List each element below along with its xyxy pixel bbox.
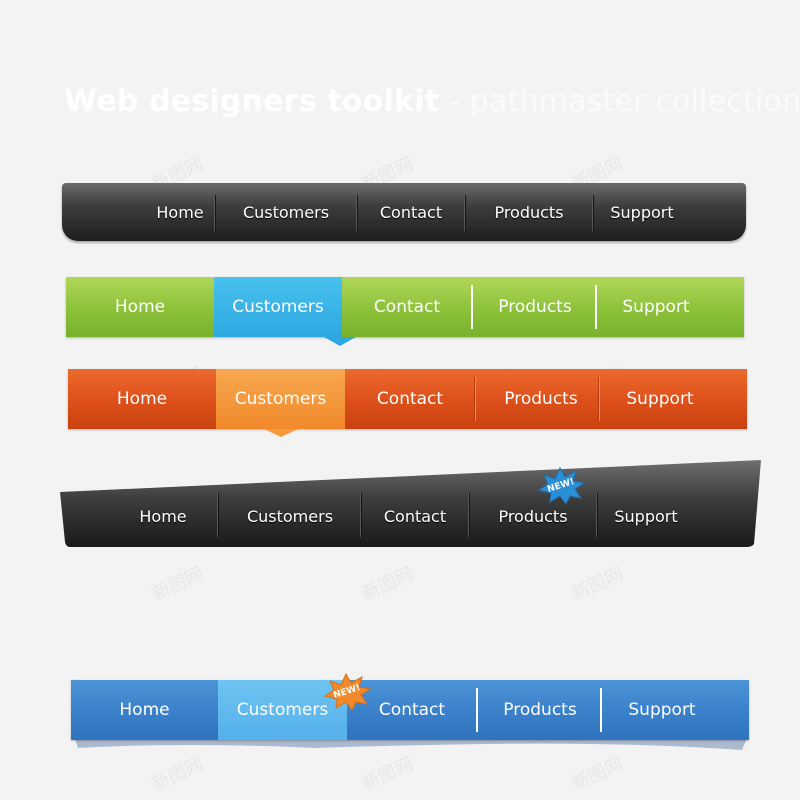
nav-item-support[interactable]: Support — [614, 506, 678, 526]
nav-item-support[interactable]: Support — [610, 202, 674, 222]
nav-divider — [600, 688, 602, 732]
nav-divider — [356, 195, 358, 231]
nav-item-contact[interactable]: Contact — [383, 506, 447, 526]
starburst-icon — [537, 466, 586, 505]
nav-divider — [217, 493, 219, 537]
nav-divider — [596, 493, 598, 537]
nav-item-home[interactable]: Home — [116, 389, 168, 409]
navbar-slanted-background — [60, 460, 761, 547]
nav-divider — [471, 285, 473, 329]
new-badge: NEW! — [322, 672, 372, 712]
active-pointer — [264, 429, 298, 437]
nav-item-contact[interactable]: Contact — [376, 389, 444, 409]
nav-item-contact[interactable]: Contact — [378, 700, 446, 720]
navbar-dark-slanted: Home Customers Contact Products Support — [60, 485, 760, 547]
nav-divider — [360, 493, 362, 537]
watermark: 新图网 — [568, 563, 627, 606]
nav-item-support[interactable]: Support — [628, 700, 696, 720]
watermark: 新图网 — [358, 753, 417, 796]
active-pointer — [324, 337, 356, 346]
nav-item-home[interactable]: Home — [139, 506, 187, 526]
watermark: 新图网 — [148, 563, 207, 606]
page-title: Web designers toolkit - pathmaster colle… — [64, 84, 800, 119]
nav-item-customers-active[interactable]: Customers — [214, 277, 342, 337]
title-bold: Web designers toolkit — [64, 84, 440, 119]
navbar-orange: Home Customers Contact Products Support — [68, 369, 747, 437]
nav-item-home[interactable]: Home — [156, 202, 204, 222]
title-light: - pathmaster collection — [448, 84, 800, 119]
nav-item-support[interactable]: Support — [626, 389, 694, 409]
starburst-icon — [323, 672, 372, 711]
watermark: 新图网 — [358, 563, 417, 606]
nav-item-contact[interactable]: Contact — [373, 297, 441, 317]
navbar-blue: Home Customers Contact Products Support — [71, 680, 749, 740]
nav-divider — [592, 195, 594, 231]
nav-divider — [476, 688, 478, 732]
nav-divider — [464, 195, 466, 231]
navbar-green: Home Customers Contact Products Support — [66, 277, 744, 346]
watermark: 新图网 — [148, 753, 207, 796]
nav-item-products[interactable]: Products — [504, 389, 578, 409]
nav-item-customers[interactable]: Customers — [246, 506, 334, 526]
nav-item-customers-active[interactable]: Customers — [216, 369, 345, 429]
nav-item-home[interactable]: Home — [114, 297, 166, 317]
nav-item-home[interactable]: Home — [119, 700, 170, 720]
nav-item-products[interactable]: Products — [498, 297, 572, 317]
nav-divider — [214, 195, 216, 231]
watermark: 新图网 — [568, 753, 627, 796]
nav-item-products[interactable]: Products — [494, 202, 564, 222]
new-badge: NEW! — [536, 466, 586, 506]
nav-item-contact[interactable]: Contact — [379, 202, 443, 222]
nav-item-customers-active[interactable]: Customers — [218, 680, 347, 740]
nav-item-products[interactable]: Products — [503, 700, 577, 720]
nav-divider — [598, 377, 600, 421]
nav-item-products[interactable]: Products — [498, 506, 568, 526]
nav-item-customers[interactable]: Customers — [242, 202, 330, 222]
navbar-dark-rounded: Home Customers Contact Products Support — [62, 183, 746, 241]
nav-divider — [468, 493, 470, 537]
nav-divider — [595, 285, 597, 329]
nav-divider — [474, 377, 476, 421]
nav-item-support[interactable]: Support — [622, 297, 690, 317]
